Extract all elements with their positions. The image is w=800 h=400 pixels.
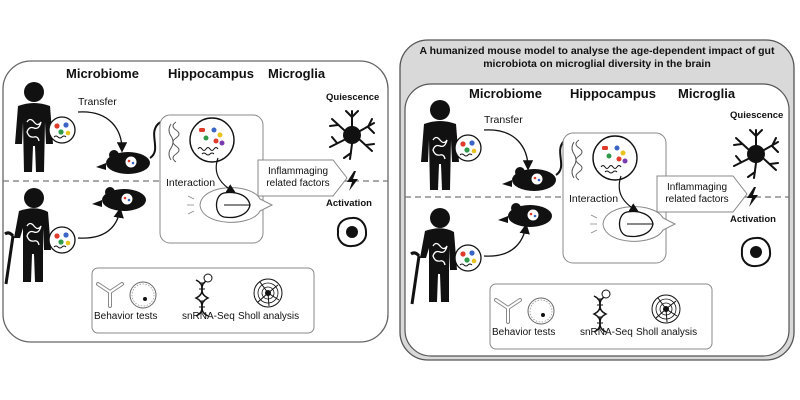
left-header-microglia: Microglia (268, 66, 326, 81)
interaction-arrow (215, 157, 237, 194)
left-header-microbiome: Microbiome (66, 66, 139, 81)
transfer-arrow-young (483, 129, 534, 171)
transfer-arrow-old (77, 207, 124, 239)
young-microbiome-icon (48, 116, 76, 144)
right-inflammaging-label: Inflammaging related factors (665, 182, 729, 205)
left-panel (2, 60, 389, 343)
left-quiescence-label: Quiescence (326, 92, 380, 103)
right-sholl-label: Sholl analysis (636, 327, 698, 338)
right-panel-title: A humanized mouse model to analyse the a… (419, 45, 775, 70)
left-transfer-label: Transfer (78, 96, 117, 108)
activated-microglia-icon (740, 236, 772, 268)
right-header-microbiome: Microbiome (469, 86, 542, 101)
transfer-arrow-old (483, 223, 530, 257)
right-transfer-label: Transfer (484, 114, 523, 126)
young-microbiome-icon (454, 134, 482, 162)
interaction-arrow (618, 175, 640, 213)
sholl-icon (253, 278, 283, 308)
activated-microglia-icon (336, 216, 368, 248)
open-field-icon (527, 297, 555, 325)
left-inflammaging-arrow (257, 159, 348, 197)
left-interaction-label: Interaction (166, 177, 216, 189)
right-interaction-label: Interaction (569, 193, 619, 205)
right-activation-label: Activation (730, 214, 776, 225)
right-header-microglia: Microglia (678, 86, 736, 101)
right-quiescence-label: Quiescence (730, 110, 784, 121)
left-inflammaging-label: Inflammaging related factors (266, 166, 330, 189)
sholl-icon (651, 294, 681, 324)
right-panel (399, 39, 795, 361)
left-snrna-label: snRNA-Seq (182, 311, 235, 322)
left-behavior-label: Behavior tests (94, 311, 158, 322)
left-header-hippocampus: Hippocampus (168, 66, 254, 81)
left-activation-label: Activation (326, 198, 372, 209)
left-sholl-label: Sholl analysis (238, 311, 300, 322)
hippocampus-microbes-icon (592, 135, 638, 181)
right-header-hippocampus: Hippocampus (570, 86, 656, 101)
right-inflammaging-arrow (656, 175, 748, 213)
open-field-icon (129, 281, 157, 309)
right-snrna-label: snRNA-Seq (580, 327, 633, 338)
old-microbiome-icon (48, 226, 76, 254)
right-behavior-label: Behavior tests (492, 327, 556, 338)
transfer-arrow-young (77, 111, 128, 153)
hippocampus-microbes-icon (189, 117, 235, 163)
old-microbiome-icon (454, 244, 482, 272)
